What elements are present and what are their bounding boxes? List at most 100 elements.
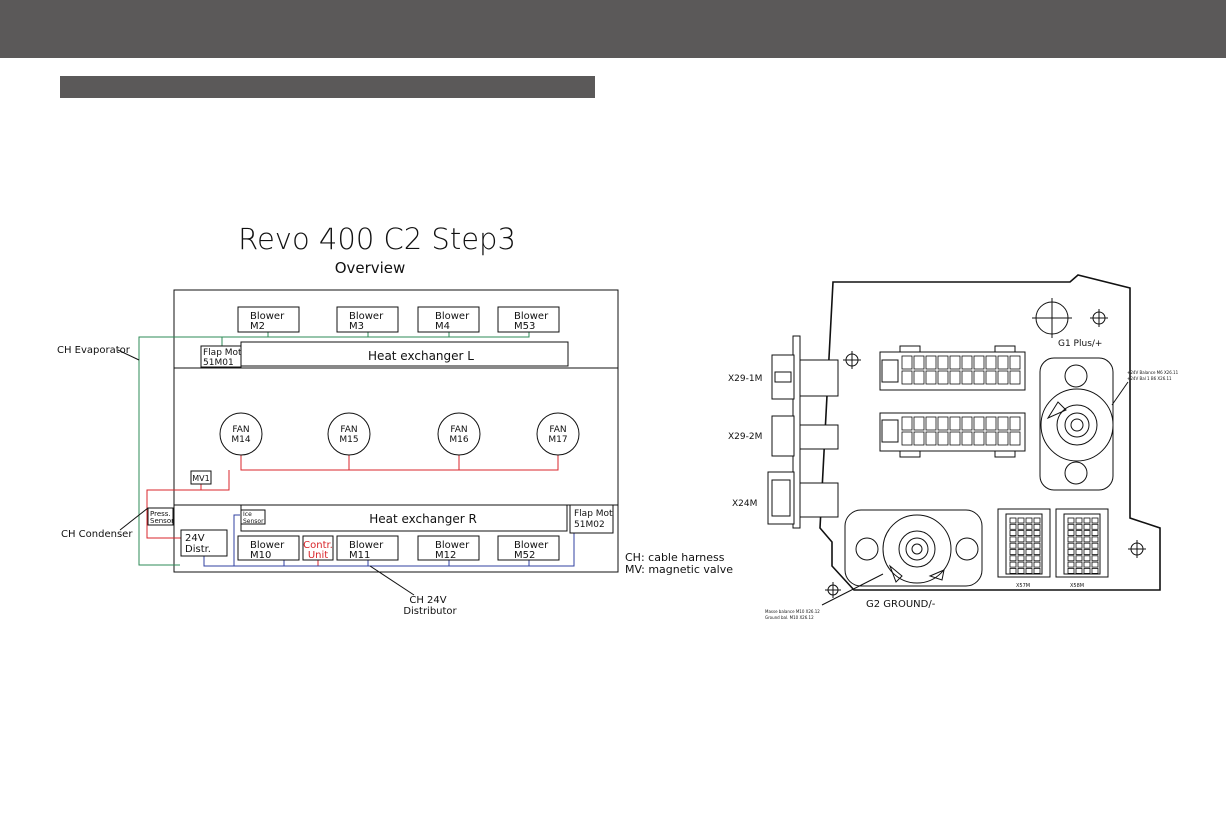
connector-pin <box>925 431 937 446</box>
evaporator-harness <box>138 332 530 566</box>
note-ground-2: Ground bal. M10 X26.12 <box>765 615 814 620</box>
connector-pin <box>1009 370 1021 385</box>
svg-text:Blower: Blower <box>435 540 470 551</box>
connector-pin <box>1075 542 1083 549</box>
connector-pin <box>937 355 949 370</box>
connector-pin <box>1091 549 1099 555</box>
flap-motor-51m02: Flap Mot 51M02 <box>569 504 614 534</box>
connector-pin <box>913 431 925 446</box>
blower-m12: Blower M12 <box>417 535 480 561</box>
connector-pin <box>1025 542 1033 549</box>
connector-pin <box>901 431 913 446</box>
svg-text:M4: M4 <box>435 321 450 332</box>
connector-pin <box>1067 549 1075 555</box>
connector-x29-2m <box>771 415 839 457</box>
connector-pin <box>925 416 937 431</box>
connector-pin <box>1067 523 1075 530</box>
connector-pin <box>1017 523 1025 530</box>
connector-pin <box>973 370 985 385</box>
connector-pin <box>1025 568 1033 574</box>
connector-pin <box>1083 536 1091 543</box>
connector-pin <box>973 355 985 370</box>
note-positive-2: +24V Bal 1 B6 X26.11 <box>1127 376 1172 381</box>
diagram-subtitle: Overview <box>335 259 406 277</box>
label-x24m: X24M <box>732 499 757 509</box>
connector-pin <box>1083 568 1091 574</box>
connector-pin <box>1067 530 1075 536</box>
svg-text:FAN: FAN <box>340 425 357 435</box>
connector-pin <box>985 431 997 446</box>
legend-cable-harness: CH: cable harness <box>625 551 725 564</box>
connector-pin <box>1091 536 1099 543</box>
label-x57m: X57M <box>1016 583 1030 589</box>
connector-pin <box>997 416 1009 431</box>
callout-distributor-l2: Distributor <box>403 606 457 617</box>
connector-pin <box>1075 536 1083 543</box>
svg-text:Blower: Blower <box>514 540 549 551</box>
connector-pin <box>1017 536 1025 543</box>
connector-pin <box>1025 549 1033 555</box>
connector-pin <box>997 355 1009 370</box>
connector-pin <box>1033 536 1041 543</box>
svg-text:Ice: Ice <box>243 511 252 518</box>
connector-pin <box>1017 555 1025 562</box>
connector-pin <box>1017 542 1025 549</box>
distributor-harness <box>203 514 575 567</box>
connector-pin <box>1067 555 1075 562</box>
svg-text:Blower: Blower <box>250 540 285 551</box>
svg-text:FAN: FAN <box>232 425 249 435</box>
svg-text:Blower: Blower <box>349 311 384 322</box>
ice-sensor: Ice Sensor <box>240 509 266 525</box>
legend-magnetic-valve: MV: magnetic valve <box>625 563 733 576</box>
blower-m2: Blower M2 <box>237 306 300 333</box>
svg-text:M53: M53 <box>514 321 535 332</box>
connector-pin <box>1091 561 1099 568</box>
svg-text:FAN: FAN <box>450 425 467 435</box>
connector-pin <box>985 416 997 431</box>
connector-pin <box>1083 555 1091 562</box>
connector-pin <box>913 355 925 370</box>
connector-pin <box>1009 530 1017 536</box>
connector-pin <box>1083 542 1091 549</box>
connector-x57m <box>997 508 1051 578</box>
svg-text:Flap Mot: Flap Mot <box>574 509 613 519</box>
connector-pin <box>1033 549 1041 555</box>
connector-pin <box>1025 523 1033 530</box>
ground-leader <box>821 573 884 606</box>
connector-pin <box>1009 549 1017 555</box>
connector-pin <box>1075 561 1083 568</box>
svg-text:Sensor: Sensor <box>243 518 264 525</box>
connector-pin <box>913 370 925 385</box>
connector-pin <box>1067 542 1075 549</box>
connector-pin <box>901 416 913 431</box>
connector-pin <box>1075 568 1083 574</box>
connector-pin <box>949 355 961 370</box>
connector-pin <box>973 431 985 446</box>
connector-pin <box>1067 568 1075 574</box>
connector-pin <box>1009 517 1017 524</box>
header-bar <box>0 0 1226 58</box>
connector-pin <box>1025 530 1033 536</box>
connector-pin <box>1025 555 1033 562</box>
connector-pin <box>949 431 961 446</box>
connector-x58m <box>1055 508 1109 578</box>
label-x58m: X58M <box>1070 583 1084 589</box>
svg-text:24V: 24V <box>185 533 205 544</box>
connector-pin <box>1009 561 1017 568</box>
connector-pin <box>1033 530 1041 536</box>
connector-pin <box>1091 555 1099 562</box>
connector-pin <box>1009 542 1017 549</box>
multipin-connector-upper <box>879 345 1026 391</box>
svg-text:Blower: Blower <box>349 540 384 551</box>
connector-pin <box>1025 536 1033 543</box>
svg-text:Heat exchanger L: Heat exchanger L <box>368 349 474 363</box>
svg-text:MV1: MV1 <box>192 474 209 483</box>
connector-pin <box>961 355 973 370</box>
diagram-title: Revo 400 C2 Step3 <box>238 222 516 256</box>
svg-text:FAN: FAN <box>549 425 566 435</box>
connector-x24m <box>767 471 839 525</box>
connector-pin <box>1009 523 1017 530</box>
connector-pin <box>961 416 973 431</box>
connector-pin <box>1009 355 1021 370</box>
